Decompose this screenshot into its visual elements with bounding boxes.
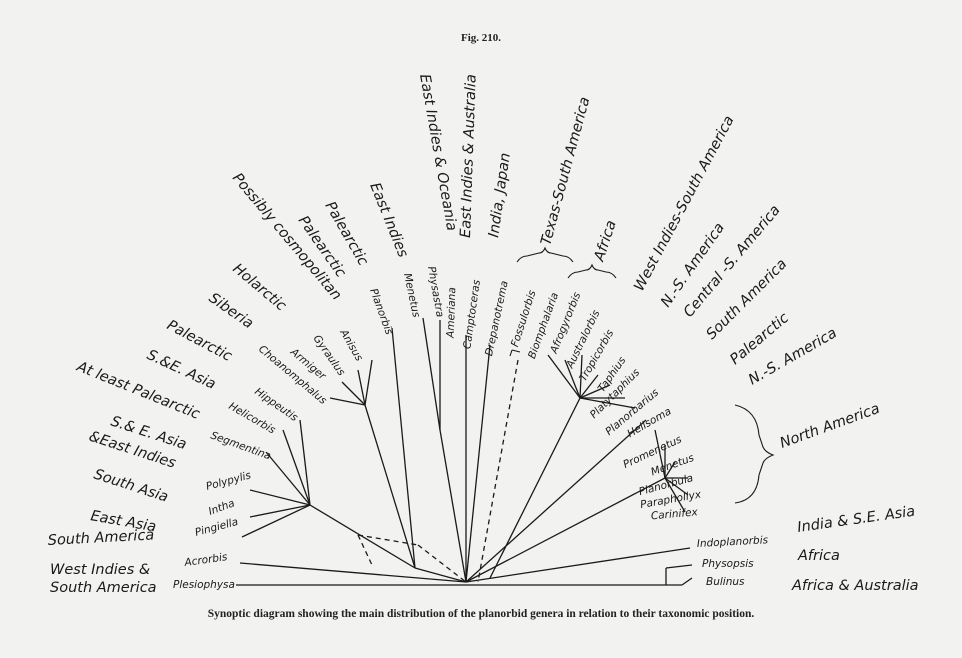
tree-branches xyxy=(236,317,693,586)
region-siberia: Siberia xyxy=(206,290,256,332)
branch-tropicorbis xyxy=(579,384,611,399)
branch-planorbis xyxy=(391,327,416,569)
region-south-asia: South Asia xyxy=(92,467,170,506)
brace-north-america xyxy=(734,404,775,504)
branch-drepanotrema xyxy=(477,359,519,583)
branch-indoplanorbis xyxy=(465,547,691,583)
branch-physastra-stem xyxy=(439,429,467,583)
figure-number: Fig. 210. xyxy=(460,32,502,44)
region-india-se-asia: India & S.E. Asia xyxy=(796,504,916,536)
region-north-america: North America xyxy=(778,401,882,452)
region-west-indies-south-america-1: West Indies & xyxy=(50,562,150,578)
brace-texas xyxy=(516,246,574,263)
region-africa-1: Africa xyxy=(591,218,619,264)
branch-camptoceras xyxy=(465,344,491,583)
branch-helisoma xyxy=(654,429,666,479)
genus-intha: Intha xyxy=(207,497,236,518)
region-africa-2: Africa xyxy=(797,548,840,564)
genus-segmentina: Segmentina xyxy=(209,430,273,463)
branch-menetus-upper xyxy=(422,317,441,431)
branch-hippeutis xyxy=(299,419,311,506)
region-india-japan: India, Japan xyxy=(486,152,514,239)
genus-physopsis: Physopsis xyxy=(702,558,754,570)
genus-bulinus: Bulinus xyxy=(706,576,745,588)
branch-platytaphius xyxy=(579,397,636,409)
branch-fossulorbis xyxy=(547,354,581,399)
genus-polypylis: Polypylis xyxy=(205,469,253,493)
genus-acrorbis: Acrorbis xyxy=(183,551,229,569)
region-labels: West Indies & South America South Americ… xyxy=(47,73,918,596)
region-east-indies: East Indies xyxy=(366,181,411,261)
branch-afrogyrorbis xyxy=(579,354,583,399)
genus-plesiophysa: Plesiophysa xyxy=(173,579,235,591)
branch-segmentina xyxy=(265,451,311,506)
branch-anisus xyxy=(364,359,373,406)
braces xyxy=(509,246,775,504)
branch-pingiella xyxy=(241,504,311,538)
region-east-indies-oceania: East Indies & Oceania xyxy=(416,73,459,232)
branch-gyraulus-stem xyxy=(364,404,416,569)
region-texas-south-america: Texas-South America xyxy=(538,95,593,247)
genus-planorbis: Planorbis xyxy=(367,287,395,337)
branch-gyraulus xyxy=(357,369,366,406)
region-south-america: South America xyxy=(47,527,154,549)
genus-menetus-upper: Menetus xyxy=(401,272,422,319)
branch-menetus-c xyxy=(414,567,467,583)
branch-left-cluster-stem xyxy=(309,504,416,569)
branch-carinifex xyxy=(664,477,686,513)
branch-physopsis xyxy=(665,564,693,569)
genus-pingiella: Pingiella xyxy=(194,516,240,539)
brace-drepanotrema xyxy=(509,349,521,357)
genus-camptoceras: Camptoceras xyxy=(461,279,483,350)
branch-armiger xyxy=(341,381,366,406)
branch-bulinus xyxy=(681,577,693,586)
genus-ameriana: Ameriana xyxy=(445,287,459,339)
region-west-indies-south-america-2: South America xyxy=(50,580,157,596)
region-east-indies-australia: East Indies & Australia xyxy=(458,74,480,238)
branch-menetus xyxy=(664,461,676,479)
genus-drepanotrema: Drepanotrema xyxy=(483,280,511,357)
branch-biomphalaria xyxy=(564,359,581,399)
branch-paraphollyx xyxy=(664,477,689,496)
genus-indoplanorbis: Indoplanorbis xyxy=(697,534,769,550)
branch-polypylis xyxy=(249,489,311,506)
branch-intha xyxy=(249,504,311,518)
dashed-lineage xyxy=(357,534,467,583)
branch-biomphalaria-stem xyxy=(489,397,581,579)
genus-carinifex: Carinifex xyxy=(650,506,699,522)
branch-helicorbis xyxy=(282,429,311,506)
branch-acrorbis xyxy=(239,562,467,583)
region-africa-australia: Africa & Australia xyxy=(791,578,919,594)
genus-physastra: Physastra xyxy=(425,265,446,318)
branch-helisoma-stem xyxy=(465,477,666,583)
genus-anisus: Anisus xyxy=(337,327,365,364)
branch-choanomphalus xyxy=(329,397,366,406)
genus-labels: Plesiophysa Acrorbis Pingiella Intha Pol… xyxy=(173,265,769,591)
branch-planorbarius xyxy=(465,419,647,583)
branch-australorbis xyxy=(579,374,599,399)
figure-caption: Synoptic diagram showing the main distri… xyxy=(207,608,755,620)
brace-africa xyxy=(567,263,617,279)
